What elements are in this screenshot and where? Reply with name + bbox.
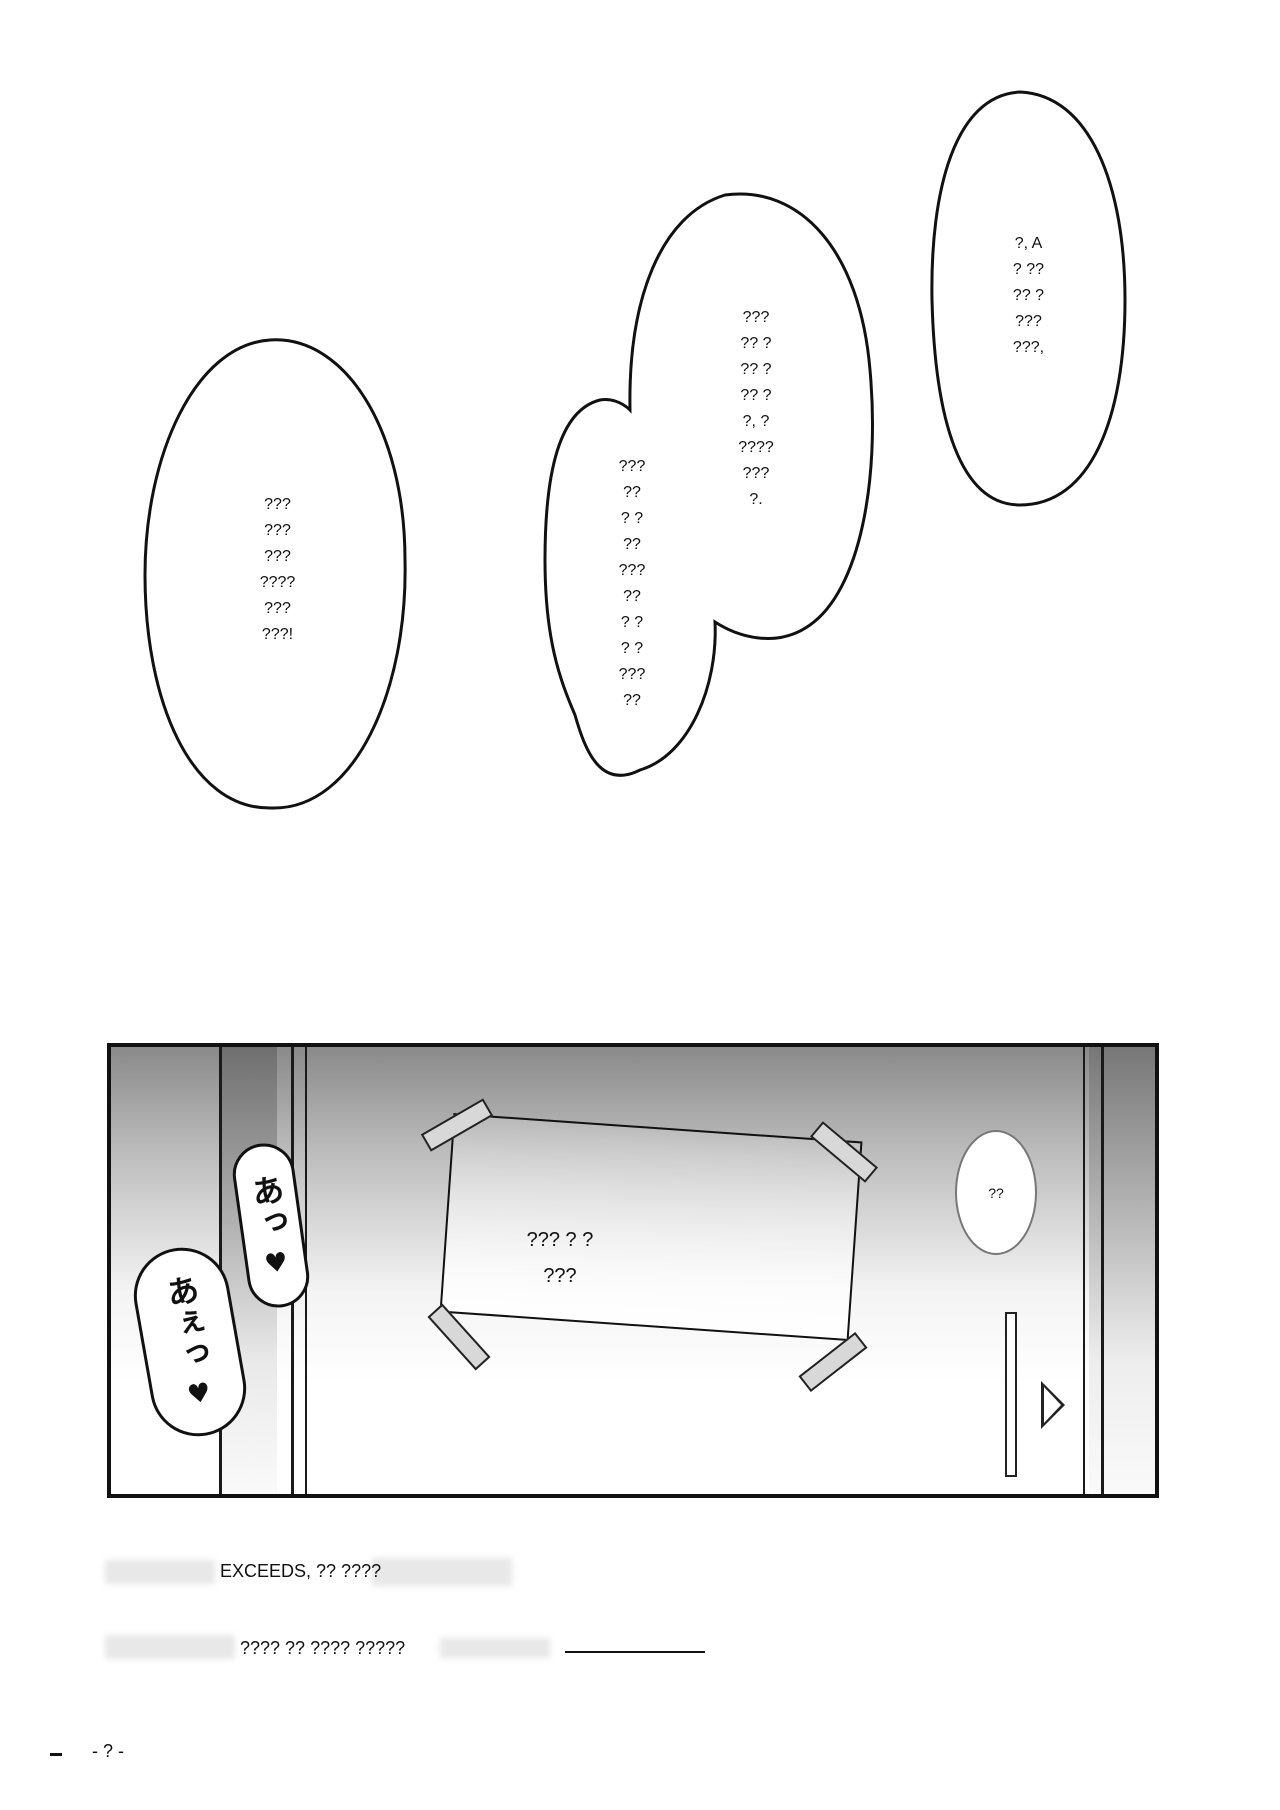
triangle-arrow-icon — [1041, 1381, 1065, 1429]
bubble-left-text: ??? ??? ??? ???? ??? ???! — [259, 496, 296, 643]
caption-line-2: ???? ?? ???? ????? — [240, 1638, 406, 1658]
bubble-center-large-text: ??? ?? ? ?? ? ?? ? ?, ? ???? ??? ?. — [738, 309, 774, 508]
small-bubble-text: ?? — [988, 1185, 1004, 1201]
speech-bubble-center — [543, 192, 874, 777]
door-frame-line — [1083, 1047, 1085, 1494]
sfx-bottom-text: あぇっ — [159, 1271, 214, 1373]
caption-line-1: EXCEEDS, ?? ???? — [220, 1561, 382, 1581]
bubble-right-text: ?, A ? ?? ?? ? ??? ???, — [1012, 235, 1045, 356]
small-speech-bubble — [955, 1130, 1037, 1255]
sfx-top-text: あっ — [245, 1171, 292, 1241]
door-right — [1089, 1047, 1155, 1494]
tape-strip — [798, 1331, 868, 1393]
sign-text: ??? ? ? ??? — [526, 1229, 594, 1287]
speech-bubble-right — [930, 90, 1127, 507]
caption-smudge — [440, 1638, 550, 1658]
speech-bubble-left — [143, 338, 407, 810]
door-frame-line — [1101, 1047, 1104, 1494]
door-handle — [1005, 1312, 1017, 1477]
heart-icon: ♥ — [262, 1247, 290, 1281]
heart-icon: ♥ — [185, 1377, 214, 1411]
caption-smudge — [105, 1560, 215, 1584]
page-number: - ? - — [92, 1741, 125, 1761]
page-edge-mark — [50, 1753, 62, 1756]
bubble-center-small-text: ??? ?? ? ? ?? ??? ?? ? ? ? ? ??? ?? — [618, 458, 646, 709]
caption-smudge — [105, 1635, 235, 1659]
caption-underline — [565, 1651, 705, 1653]
caption-smudge — [372, 1558, 512, 1586]
